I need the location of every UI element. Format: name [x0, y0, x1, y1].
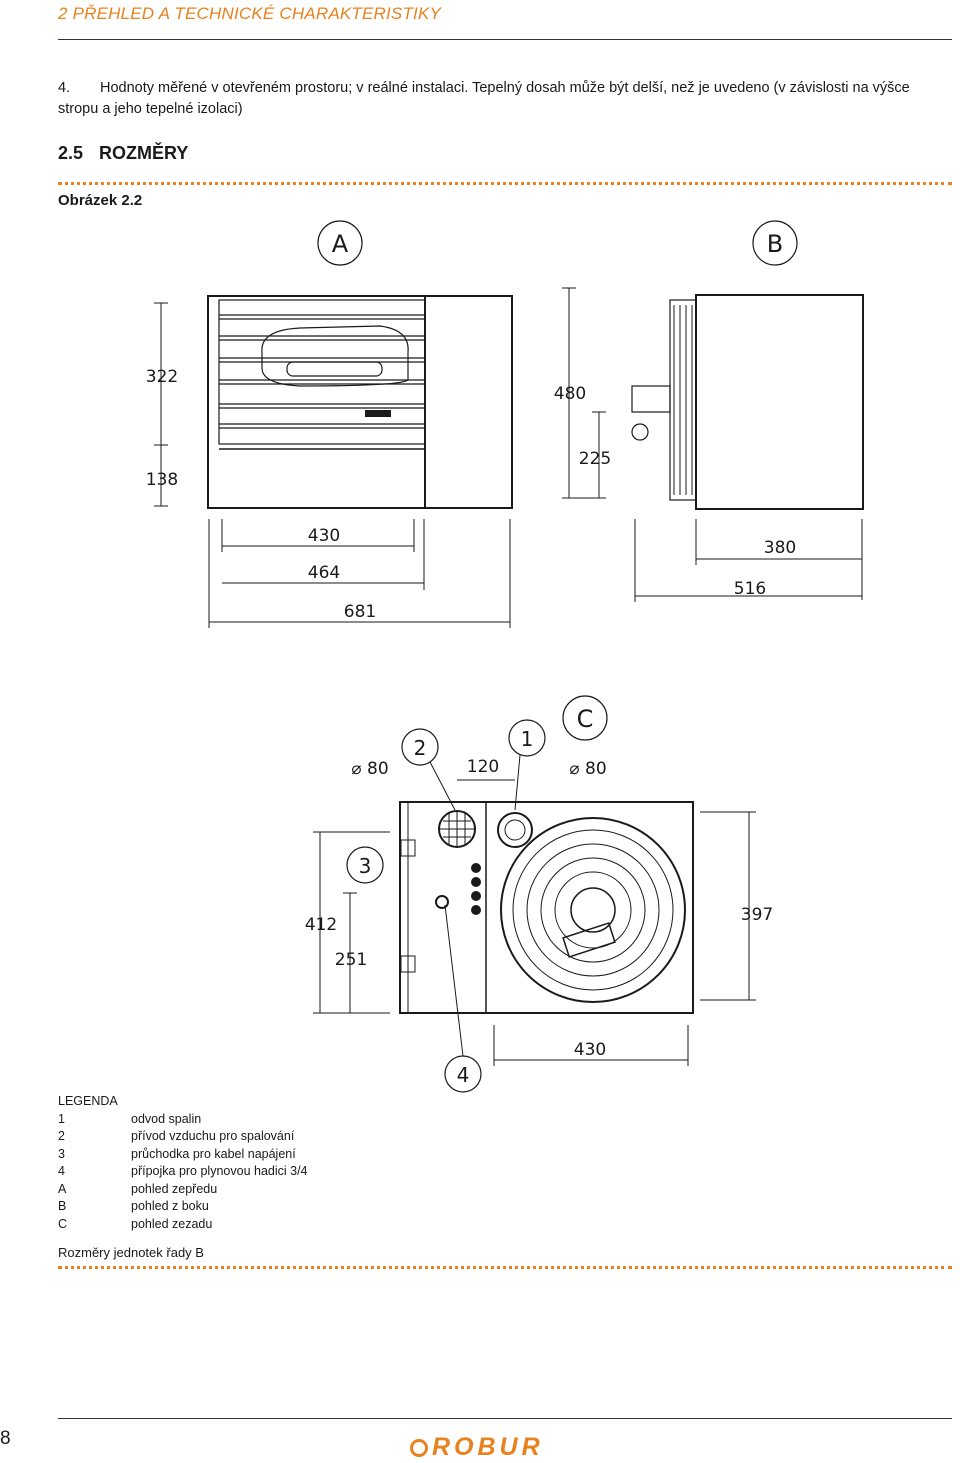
- dim-rear-251: 251: [335, 950, 367, 970]
- side-view: B 480 225 380 516: [554, 220, 864, 602]
- legend-text: pohled zezadu: [131, 1216, 213, 1231]
- legend-key: 2: [58, 1129, 65, 1143]
- view-label-b: B: [767, 230, 783, 258]
- legend-text: průchodka pro kabel napájení: [131, 1146, 296, 1161]
- dim-rear-412: 412: [305, 915, 337, 935]
- dim-front-138: 138: [146, 470, 178, 490]
- air-intake-grille: [440, 811, 474, 847]
- front-view: A 322 138 430 464 681: [146, 220, 513, 628]
- figure-label: Obrázek 2.2: [58, 192, 143, 209]
- note-text: Hodnoty měřené v otevřeném prostoru; v r…: [58, 80, 910, 117]
- dim-front-464: 464: [308, 563, 340, 583]
- view-marker-c: [562, 695, 608, 741]
- robur-logo-icon: [410, 1439, 428, 1457]
- callout-3: [346, 846, 384, 884]
- note-4: 4.Hodnoty měřené v otevřeném prostoru; v…: [58, 78, 948, 120]
- dim-front-430: 430: [308, 526, 340, 546]
- figure-footnote: Rozměry jednotek řady B: [58, 1245, 204, 1260]
- callout-2: [401, 728, 439, 766]
- view-marker-a: [317, 220, 363, 266]
- dotted-divider-bottom: [58, 1266, 952, 1269]
- fan-motor-box: [562, 922, 616, 958]
- callout-4-label: 4: [457, 1063, 470, 1087]
- legend-key: A: [58, 1181, 67, 1196]
- front-burner: [261, 325, 409, 387]
- view-marker-b: [752, 220, 798, 266]
- robur-logo: ROBUR: [410, 1433, 544, 1462]
- front-nameplate: [365, 410, 391, 417]
- front-casing: [207, 295, 513, 509]
- legend-key: 3: [58, 1146, 65, 1161]
- dim-rear-430: 430: [574, 1040, 606, 1060]
- view-label-c: C: [577, 705, 594, 733]
- dim-side-380: 380: [764, 538, 796, 558]
- legend-row: 3 průchodka pro kabel napájení: [58, 1146, 308, 1164]
- legend: LEGENDA 1 odvod spalin 2 přívod vzduchu pr…: [58, 1093, 308, 1233]
- fan-hub: [570, 887, 616, 933]
- dim-front-681: 681: [344, 602, 376, 622]
- front-louvres: [219, 314, 425, 429]
- header-title: 2 PŘEHLED A TECHNICKÉ CHARAKTERISTIKY: [58, 4, 442, 23]
- rear-view: C ⌀ 80 120 ⌀ 80 2 1: [305, 695, 773, 1093]
- page-number: 8: [0, 1428, 11, 1449]
- section-label: ROZMĚRY: [99, 143, 189, 163]
- dim-rear-120: 120: [467, 757, 499, 777]
- gas-connection: [435, 895, 449, 909]
- callout-3-label: 3: [359, 854, 372, 878]
- flue-pipe: [497, 812, 533, 848]
- callout-1: [508, 719, 546, 757]
- dim-rear-397: 397: [741, 905, 773, 925]
- dim-side-225: 225: [579, 449, 611, 469]
- dim-front-322: 322: [146, 367, 178, 387]
- dim-side-480: 480: [554, 384, 586, 404]
- fan-guard: [500, 817, 686, 1003]
- robur-logo-text: ROBUR: [432, 1433, 544, 1461]
- legend-text: pohled zepředu: [131, 1181, 218, 1196]
- dim-rear-d80-right: ⌀ 80: [569, 759, 606, 779]
- legend-title: LEGENDA: [58, 1094, 118, 1108]
- footer-rule: [58, 1418, 952, 1419]
- note-number: 4.: [58, 80, 71, 96]
- legend-key: B: [58, 1199, 67, 1213]
- legend-text: přívod vzduchu pro spalování: [131, 1129, 295, 1143]
- dim-side-516: 516: [734, 579, 766, 599]
- dim-rear-d80-left: ⌀ 80: [351, 759, 388, 779]
- side-casing: [695, 294, 864, 510]
- legend-text: odvod spalin: [131, 1111, 202, 1126]
- dotted-divider-top: [58, 182, 952, 185]
- section-number: 2.5: [58, 143, 84, 163]
- legend-key: C: [58, 1216, 68, 1231]
- dimension-drawing: A 322 138 430 464 681 B: [146, 220, 864, 1093]
- legend-key: 1: [58, 1111, 65, 1126]
- callout-1-label: 1: [521, 727, 534, 751]
- legend-key: 4: [58, 1164, 65, 1178]
- legend-row: 1 odvod spalin: [58, 1111, 308, 1129]
- callout-2-label: 2: [414, 736, 427, 760]
- front-louvre-frame: [218, 299, 426, 445]
- legend-text: přípojka pro plynovou hadici 3/4: [131, 1164, 308, 1178]
- side-motor: [631, 385, 671, 413]
- legend-row: 2 přívod vzduchu pro spalování: [58, 1128, 308, 1146]
- legend-row: 4 přípojka pro plynovou hadici 3/4: [58, 1163, 308, 1181]
- rear-casing: [399, 801, 694, 1014]
- legend-text: pohled z boku: [131, 1199, 209, 1213]
- section-title: 2.5 ROZMĚRY: [58, 143, 188, 164]
- view-label-a: A: [332, 230, 349, 258]
- header-rule: [58, 39, 952, 40]
- side-fan-wires: [673, 305, 693, 495]
